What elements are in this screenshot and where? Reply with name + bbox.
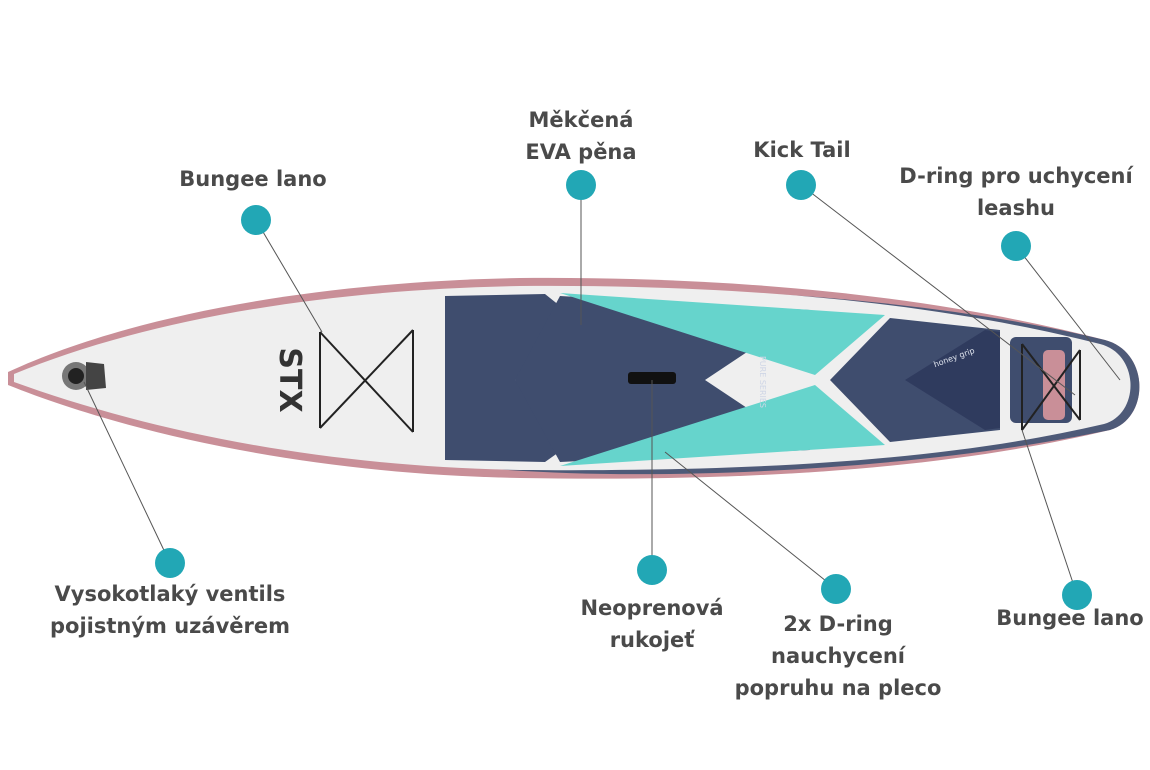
leader-kick-tail [800, 184, 1076, 396]
callout-dot-shoulder-ring [821, 574, 851, 604]
deck-pad-teal-bottom [560, 385, 885, 466]
neoprene-handle-icon [628, 372, 676, 384]
callout-label-eva: Měkčená EVA pěna [525, 108, 637, 164]
callout-dot-leash-ring [1001, 231, 1031, 261]
callout-dot-eva [566, 170, 596, 200]
callout-label-leash-ring: D-ring pro uchycení leashu [899, 164, 1133, 220]
callout-dot-bungee-front [241, 205, 271, 235]
front-bungee-cord [319, 329, 414, 433]
leader-valve [83, 381, 171, 564]
kick-tail-pad [905, 330, 1000, 430]
leader-leash-ring [1015, 245, 1121, 381]
rear-bungee-cord [1021, 343, 1081, 431]
callout-label-bungee-front: Bungee lano [179, 167, 327, 191]
callout-dot-bungee-rear [1062, 580, 1092, 610]
callout-label-bungee-rear: Bungee lano [996, 606, 1144, 630]
leader-bungee-rear [1021, 429, 1078, 596]
valve-icon [62, 362, 106, 390]
callout-dot-kick-tail [786, 170, 816, 200]
leader-lines [83, 184, 1121, 596]
callout-label-kick-tail: Kick Tail [753, 138, 851, 162]
callout-dot-handle [637, 555, 667, 585]
leader-shoulder-ring [664, 451, 837, 590]
leader-bungee-front [255, 219, 323, 333]
callout-label-valve: Vysokotlaký ventils pojistným uzávěrem [50, 582, 290, 638]
board-brand-logo: STX [272, 347, 307, 412]
callout-dot-valve [155, 548, 185, 578]
deck-pad-teal-top [560, 293, 885, 375]
board-series-text: PURE SERIES [758, 356, 767, 408]
callout-label-handle: Neoprenová rukojeť [580, 596, 724, 652]
callout-label-shoulder-ring: 2x D-ring nauchycení popruhu na pleco [734, 612, 942, 700]
